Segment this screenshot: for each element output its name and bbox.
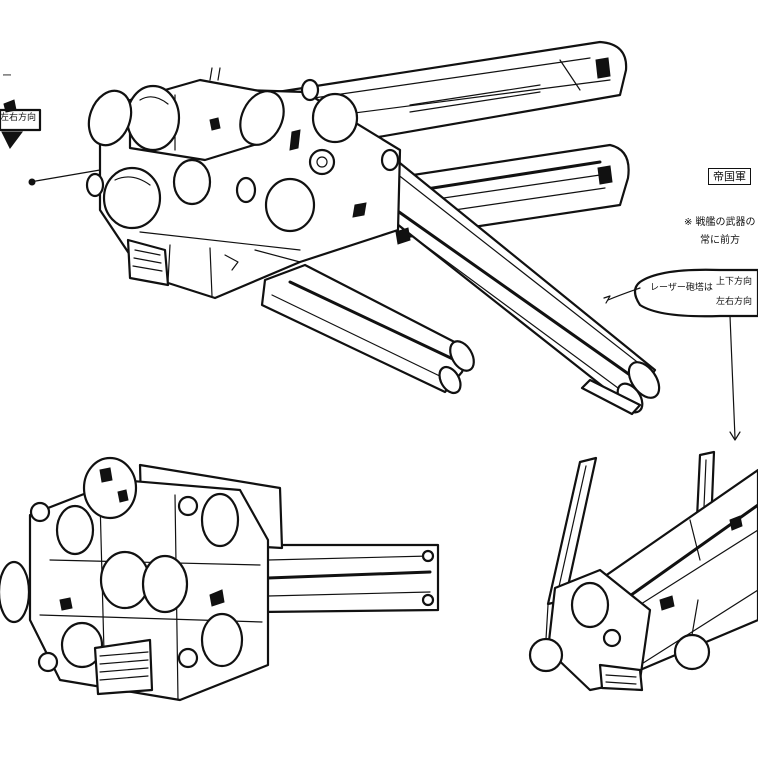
left-direction-marks: [0, 99, 42, 149]
left-note-dash: ー: [2, 71, 12, 82]
callout-left-label: レーザー砲塔は: [650, 283, 713, 293]
top-turret-drawing: [28, 40, 661, 416]
note-line-1: ※ 戦艦の武器の: [684, 217, 756, 228]
front-view-drawing: [0, 456, 440, 702]
top-right-box-label: 帝国軍: [708, 168, 751, 185]
rotated-turret-drawing: [528, 450, 758, 692]
annotation-shapes: [603, 268, 758, 441]
note-line-2: 常に前方: [700, 235, 740, 246]
callout-right-label-1: 上下方向: [716, 277, 753, 287]
callout-right-label-2: 左右方向: [716, 297, 753, 307]
left-note-label: 左右方向: [0, 113, 37, 123]
